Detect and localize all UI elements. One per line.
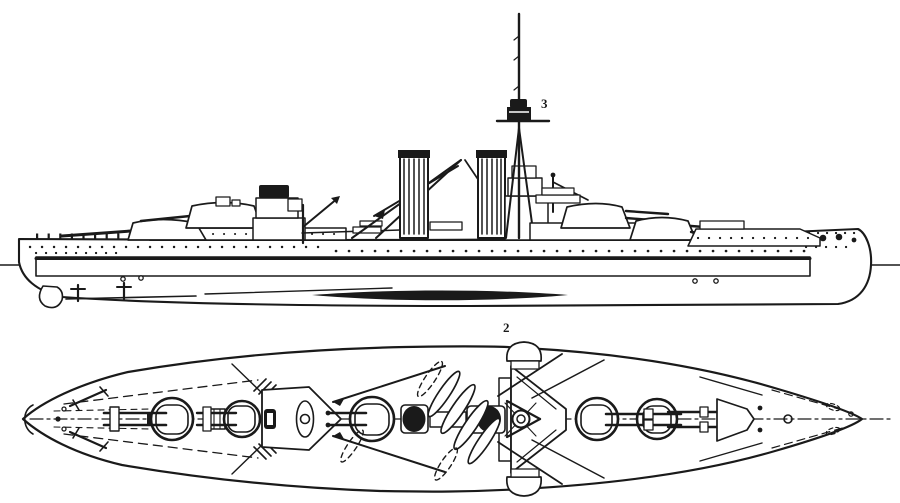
hull-port [120, 276, 126, 282]
funnel-stripes [403, 158, 425, 235]
anchor-port [61, 386, 109, 412]
funnel-2-profile [476, 150, 507, 239]
boom-arrow [374, 210, 385, 219]
bow-anchor [38, 285, 64, 309]
boat-dashed [433, 447, 459, 481]
funnel-1-profile [398, 150, 430, 239]
spotting-top [507, 107, 531, 121]
boat-crane-sponson-top [505, 341, 543, 370]
barrel-collar [109, 406, 120, 432]
turret-a-plan [102, 396, 195, 442]
hull-port [713, 278, 719, 284]
rangefinder [215, 196, 231, 207]
funnel-cap [398, 150, 430, 158]
barrel-collar [643, 419, 654, 431]
foretop-label: 3 [541, 96, 548, 111]
stern-hawse-dot [835, 233, 843, 241]
ship-boat [429, 221, 463, 231]
forward-bridge [252, 185, 306, 241]
stern-hawse-dot [851, 237, 857, 243]
barrel-collar [643, 408, 654, 420]
boat-crane-sponson-bottom [505, 468, 543, 497]
ship-boat [535, 194, 581, 204]
capstan [55, 416, 61, 422]
charthouse [287, 198, 303, 212]
funnel-1-plan [400, 404, 429, 434]
midship-booms [332, 365, 446, 473]
stern-hawse-dot [819, 234, 827, 242]
plan-label: 2 [503, 320, 510, 335]
boat-dashed [416, 360, 444, 398]
anchor-starboard [61, 426, 109, 452]
hull-bollards [65, 281, 393, 303]
tripod-foremast [495, 12, 551, 240]
compass-platform [259, 185, 289, 198]
turret-b-profile [139, 196, 263, 229]
bilge-keel [312, 290, 568, 301]
barrel-collar [699, 406, 709, 418]
conning-tower [299, 413, 311, 425]
barrel-collar [202, 406, 212, 432]
turret-b-plan [195, 399, 262, 439]
side-profile-view: 3 [0, 12, 900, 309]
turret-x-plan [574, 396, 683, 442]
ship-boat [699, 220, 745, 230]
bridge-plan [261, 386, 342, 451]
deck-plan-view: 2 [21, 320, 893, 497]
deck-edge-dashes [53, 376, 847, 462]
ship-boat [541, 187, 575, 196]
funnel-cap [476, 150, 507, 158]
ships-boats-plan [340, 360, 501, 481]
tripod-mast-plan [504, 399, 542, 439]
hull-port [692, 278, 698, 284]
spotting-top-roof [510, 99, 527, 108]
stern-fittings [757, 402, 854, 436]
turret-q-plan [325, 395, 396, 443]
boat-crane [301, 196, 340, 245]
crane-hook [331, 196, 340, 204]
hull-port [138, 275, 144, 281]
aft-booms [497, 353, 605, 485]
barrel-collar [699, 421, 709, 433]
boat-boom-ticks [231, 363, 277, 475]
boat-dashed [340, 429, 364, 463]
bow-plate [23, 404, 34, 435]
aft-deckhouse-plan [716, 398, 755, 442]
funnel-stripes [481, 158, 502, 235]
